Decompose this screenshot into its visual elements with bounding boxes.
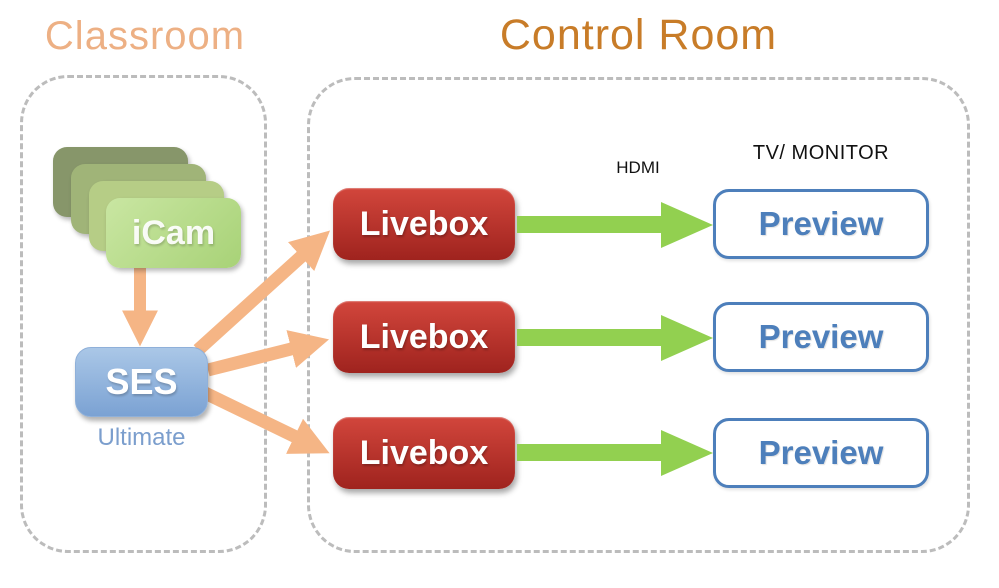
ses-box: SES (75, 347, 208, 417)
icam-card-front: iCam (106, 198, 241, 268)
livebox-box-3: Livebox (333, 417, 515, 489)
hdmi-arrow-shaft-2 (517, 329, 661, 346)
control-room-title: Control Room (499, 11, 778, 59)
livebox-box-1: Livebox (333, 188, 515, 260)
preview-box-3: Preview (713, 418, 929, 488)
livebox-label: Livebox (359, 433, 489, 472)
preview-label: Preview (758, 434, 884, 471)
preview-box-1: Preview (713, 189, 929, 259)
tv-monitor-label: TV/ MONITOR (752, 142, 890, 164)
hdmi-arrow-shaft-3 (517, 444, 661, 461)
icam-label: iCam (131, 213, 216, 252)
hdmi-arrow-head-1 (661, 202, 713, 248)
ses-label: SES (105, 361, 178, 402)
livebox-label: Livebox (359, 204, 489, 243)
hdmi-label: HDMI (616, 158, 660, 177)
hdmi-arrow-head-2 (661, 315, 713, 361)
hdmi-arrow-head-3 (661, 430, 713, 476)
classroom-title: Classroom (44, 14, 246, 58)
hdmi-arrow-shaft-1 (517, 216, 661, 233)
preview-label: Preview (758, 318, 884, 355)
control-room-section-box (307, 77, 970, 553)
livebox-label: Livebox (359, 317, 489, 356)
preview-box-2: Preview (713, 302, 929, 372)
preview-label: Preview (758, 205, 884, 242)
ses-sublabel: Ultimate (97, 424, 186, 451)
livebox-box-2: Livebox (333, 301, 515, 373)
